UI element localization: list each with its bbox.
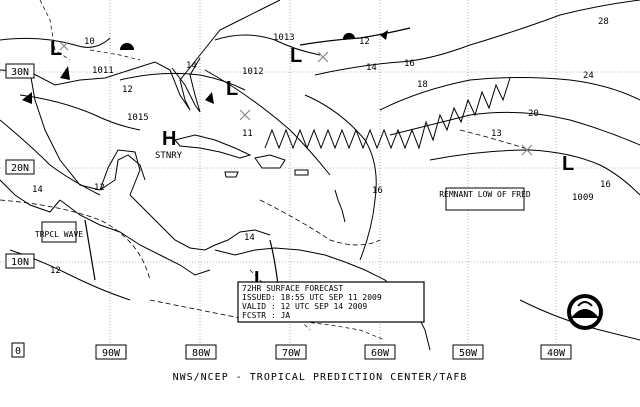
svg-text:20: 20 — [528, 109, 539, 119]
cold-front — [22, 27, 411, 104]
svg-text:18: 18 — [417, 80, 428, 90]
svg-text:16: 16 — [404, 59, 415, 69]
svg-text:10N: 10N — [11, 257, 29, 268]
svg-text:50W: 50W — [459, 348, 478, 359]
svg-text:60W: 60W — [371, 348, 390, 359]
remnant-low-label: REMNANT LOW OF FRED — [439, 190, 531, 199]
low-center-3: L — [50, 38, 62, 60]
longitude-labels: 90W 80W 70W 60W 50W 40W — [95, 344, 572, 360]
low-center-2: L — [226, 78, 238, 100]
low-center-1: L — [290, 45, 302, 67]
svg-text:10: 10 — [84, 37, 95, 47]
svg-text:80W: 80W — [192, 348, 211, 359]
coastlines — [0, 0, 431, 351]
forecast-info-box: 72HR SURFACE FORECAST ISSUED: 18:55 UTC … — [237, 281, 425, 323]
center-x-marks — [59, 41, 533, 156]
forecast-issued: ISSUED: 18:55 UTC SEP 11 2009 — [242, 293, 382, 302]
low-center-2-value: 1012 — [242, 67, 264, 77]
low-center-1-value: 1013 — [273, 33, 295, 43]
high-center: H — [162, 128, 176, 150]
svg-text:13: 13 — [491, 129, 502, 139]
svg-text:11: 11 — [242, 129, 253, 139]
svg-text:40W: 40W — [547, 348, 566, 359]
svg-text:24: 24 — [583, 71, 594, 81]
svg-text:0: 0 — [15, 346, 21, 357]
stnry-label: STNRY — [155, 151, 183, 161]
svg-text:16: 16 — [600, 180, 611, 190]
svg-text:14: 14 — [244, 233, 255, 243]
footer-credit: NWS/NCEP - TROPICAL PREDICTION CENTER/TA… — [172, 372, 468, 383]
svg-text:12: 12 — [94, 183, 105, 193]
isobar-labels: 10 12 14 16 18 20 24 28 11 13 14 12 16 1… — [32, 17, 611, 276]
svg-text:90W: 90W — [102, 348, 121, 359]
remnant-low-callout: REMNANT LOW OF FRED — [439, 187, 531, 211]
latitude-labels: 30N 20N 10N 0 — [5, 63, 35, 358]
isobars — [0, 0, 640, 341]
svg-text:70W: 70W — [282, 348, 301, 359]
forecast-valid: VALID : 12 UTC SEP 14 2009 — [242, 302, 367, 311]
wave-line-2 — [269, 239, 279, 286]
svg-text:12: 12 — [50, 266, 61, 276]
svg-text:14: 14 — [32, 185, 43, 195]
high-center-value: 1015 — [127, 113, 149, 123]
svg-text:14: 14 — [186, 61, 197, 71]
svg-text:12: 12 — [359, 37, 370, 47]
tropical-wave-callout: TRPCL WAVE — [35, 221, 83, 243]
noaa-logo — [567, 294, 603, 330]
low-center-fred-value: 1009 — [572, 193, 594, 203]
map-canvas: L 1013 L 1012 L 1011 H 1015 STNRY L 1009… — [0, 0, 640, 360]
svg-text:14: 14 — [366, 63, 377, 73]
svg-text:30N: 30N — [11, 67, 29, 78]
svg-text:12: 12 — [122, 85, 133, 95]
tropical-wave-line — [84, 219, 96, 281]
svg-text:16: 16 — [372, 186, 383, 196]
tropical-wave-label: TRPCL WAVE — [35, 230, 83, 239]
trough-zigzag — [264, 77, 511, 150]
forecast-title: 72HR SURFACE FORECAST — [242, 284, 343, 293]
svg-text:28: 28 — [598, 17, 609, 27]
low-center-fred: L — [562, 153, 574, 175]
svg-text:20N: 20N — [11, 163, 29, 174]
low-center-3-value: 1011 — [92, 66, 114, 76]
forecast-forecaster: FCSTR : JA — [242, 311, 290, 320]
